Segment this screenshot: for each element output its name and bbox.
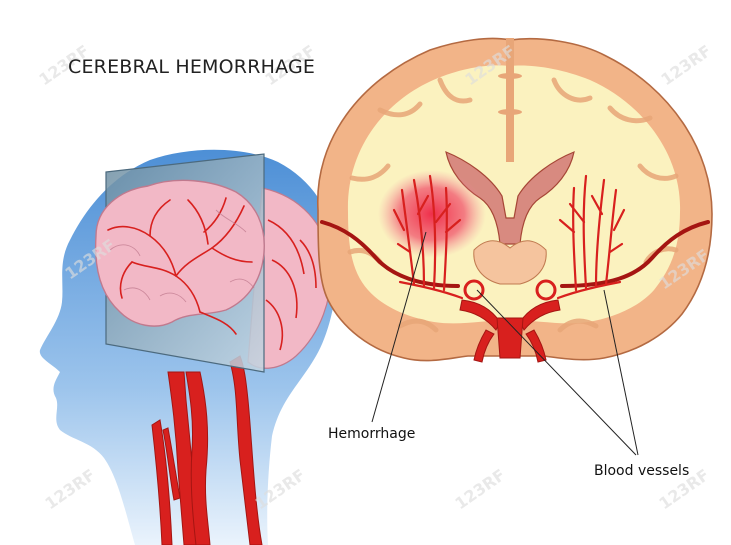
diagram-title: CEREBRAL HEMORRHAGE — [68, 56, 315, 78]
svg-text:123RF: 123RF — [41, 465, 98, 513]
hemorrhage-label: Hemorrhage — [328, 426, 415, 442]
svg-text:123RF: 123RF — [451, 465, 508, 513]
blood-vessels-label: Blood vessels — [594, 463, 689, 479]
svg-text:123RF: 123RF — [657, 41, 714, 89]
